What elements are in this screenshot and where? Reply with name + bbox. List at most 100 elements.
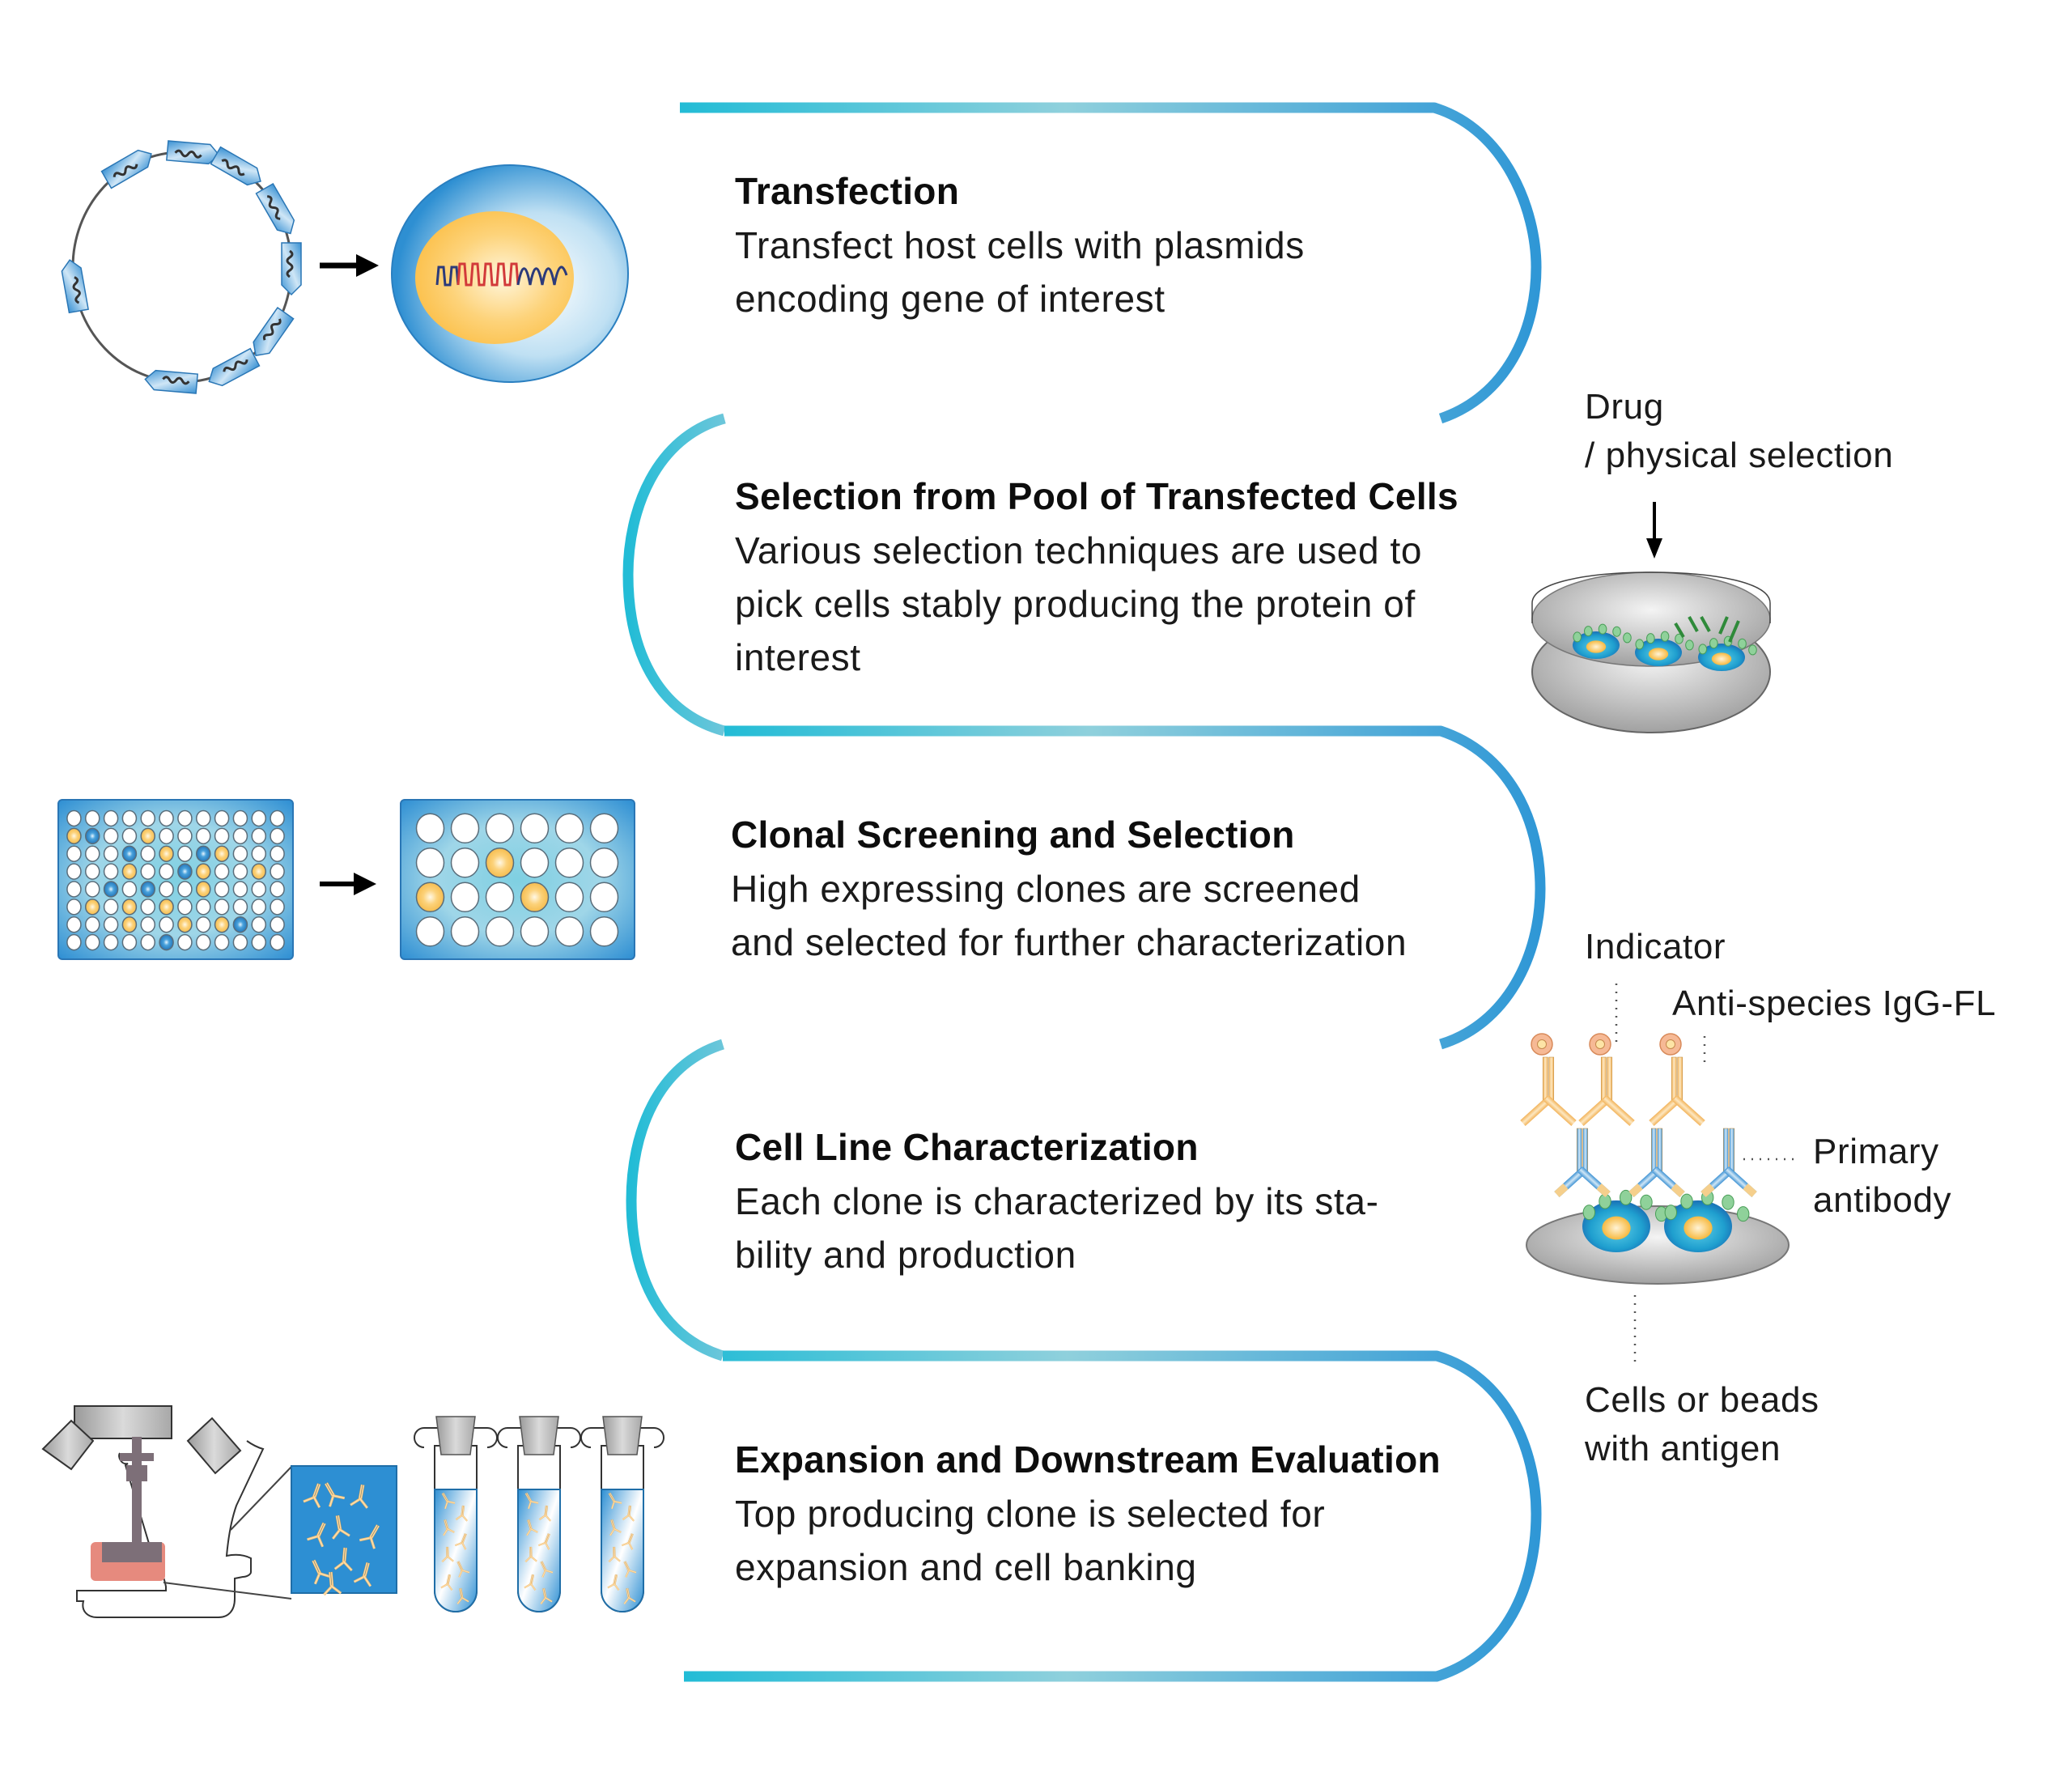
well-empty: [251, 899, 266, 916]
antigen-icon: [1612, 626, 1621, 637]
well-empty: [450, 813, 480, 843]
well-empty: [196, 827, 211, 845]
antigen-icon: [1619, 1189, 1633, 1205]
antibody-icon: [456, 1561, 470, 1578]
well-blue: [85, 827, 100, 845]
antigen-icon: [1635, 639, 1645, 650]
drug-arrow-icon: [1646, 502, 1662, 559]
desc-line: Each clone is characterized by its sta-: [735, 1180, 1379, 1222]
step-title: Selection from Pool of Transfected Cells: [735, 475, 1458, 517]
antigen-icon: [1698, 644, 1708, 655]
well-positive: [66, 827, 82, 845]
well-empty: [121, 881, 138, 898]
well-positive: [214, 916, 230, 933]
well-positive: [251, 863, 266, 880]
well-empty: [520, 848, 550, 878]
well-empty: [270, 845, 285, 862]
well-empty: [177, 809, 193, 827]
step-title: Transfection: [735, 170, 960, 212]
well-empty: [232, 933, 248, 951]
desc-line: Transfect host cells with plasmids: [735, 224, 1305, 266]
antigen-icon: [1584, 626, 1593, 637]
well-empty: [177, 827, 193, 845]
antibody-icon: [323, 1571, 342, 1596]
well-empty: [232, 827, 248, 845]
well-empty: [232, 845, 248, 862]
antibody-icon: [455, 1505, 469, 1522]
plasmid-segment: [253, 306, 295, 357]
step-description: Top producing clone is selected for expa…: [735, 1487, 1504, 1594]
well-empty: [589, 882, 619, 912]
step-selection: Selection from Pool of Transfected Cells…: [735, 474, 1504, 684]
well-empty: [450, 882, 480, 912]
well-empty: [214, 809, 230, 827]
antigen-icon: [1573, 631, 1582, 643]
well-empty: [251, 845, 266, 862]
tube-liquid: [517, 1489, 561, 1612]
well-empty: [66, 809, 82, 827]
drug-molecules: [1674, 616, 1740, 643]
cell-icon: [1582, 1189, 1668, 1252]
well-positive: [177, 916, 193, 933]
indicator-label: Indicator: [1585, 927, 1726, 967]
antibody-icon: [359, 1524, 380, 1549]
antigen-icon: [1598, 623, 1607, 635]
well-positive: [485, 848, 515, 878]
primary-antibody-label-1: Primary: [1813, 1132, 1939, 1171]
antibody-icon: [454, 1533, 467, 1550]
plasmid-segment: [61, 259, 89, 314]
antigen-icon: [1675, 633, 1684, 644]
antibody-icon: [607, 1574, 620, 1591]
well-empty: [85, 933, 100, 951]
well-empty: [270, 933, 285, 951]
cell-icon: [1698, 635, 1757, 671]
well-empty: [196, 916, 211, 933]
test-tubes: [414, 1416, 664, 1612]
antibody-zoom-panel: [291, 1465, 397, 1596]
well-blue: [232, 916, 248, 933]
primary-antibody-label-2: antibody: [1813, 1180, 1952, 1220]
antibody-icon: [441, 1492, 456, 1510]
well-empty: [85, 863, 100, 880]
step-transfection: Transfection Transfect host cells with p…: [735, 168, 1504, 325]
antigen-icon: [1660, 631, 1670, 642]
well-empty: [589, 848, 619, 878]
well-empty: [103, 863, 119, 880]
antigen-icon: [1748, 644, 1757, 656]
well-empty: [66, 845, 82, 862]
antigen-icon: [1736, 1206, 1750, 1222]
antigen-icon: [1709, 638, 1718, 649]
plasmid-segment: [144, 369, 198, 394]
secondary-antibody-icon: [1649, 1056, 1705, 1127]
antibody-icon: [537, 1533, 550, 1550]
tube-liquid: [601, 1489, 644, 1612]
well-positive: [121, 916, 138, 933]
desc-line: interest: [735, 636, 861, 678]
plasmid-icon: [61, 140, 302, 394]
well-positive: [196, 863, 211, 880]
antigen-icon: [1646, 633, 1655, 644]
test-tube-icon: [580, 1416, 664, 1612]
antigen-icon: [1582, 1205, 1596, 1221]
step-description: High expressing clones are screened and …: [731, 862, 1500, 969]
step-characterization: Cell Line Characterization Each clone is…: [735, 1124, 1504, 1281]
well-empty: [554, 848, 584, 878]
well-empty: [232, 863, 248, 880]
plasmid-segment: [208, 347, 261, 387]
step-description: Various selection techniques are used to…: [735, 524, 1504, 684]
antibody-icon: [353, 1561, 372, 1587]
antibody-icon: [609, 1519, 622, 1536]
antibody-icon: [621, 1533, 634, 1550]
antibody-icon: [524, 1546, 537, 1563]
well-empty: [232, 881, 248, 898]
antigen-icon: [1680, 1193, 1693, 1209]
well-empty: [140, 863, 155, 880]
well-empty: [554, 813, 584, 843]
well-positive: [159, 899, 174, 916]
well-empty: [232, 809, 248, 827]
well-blue: [196, 845, 211, 862]
well-empty: [196, 899, 211, 916]
step-title: Expansion and Downstream Evaluation: [735, 1438, 1441, 1481]
cell-icon: [1664, 1189, 1750, 1252]
